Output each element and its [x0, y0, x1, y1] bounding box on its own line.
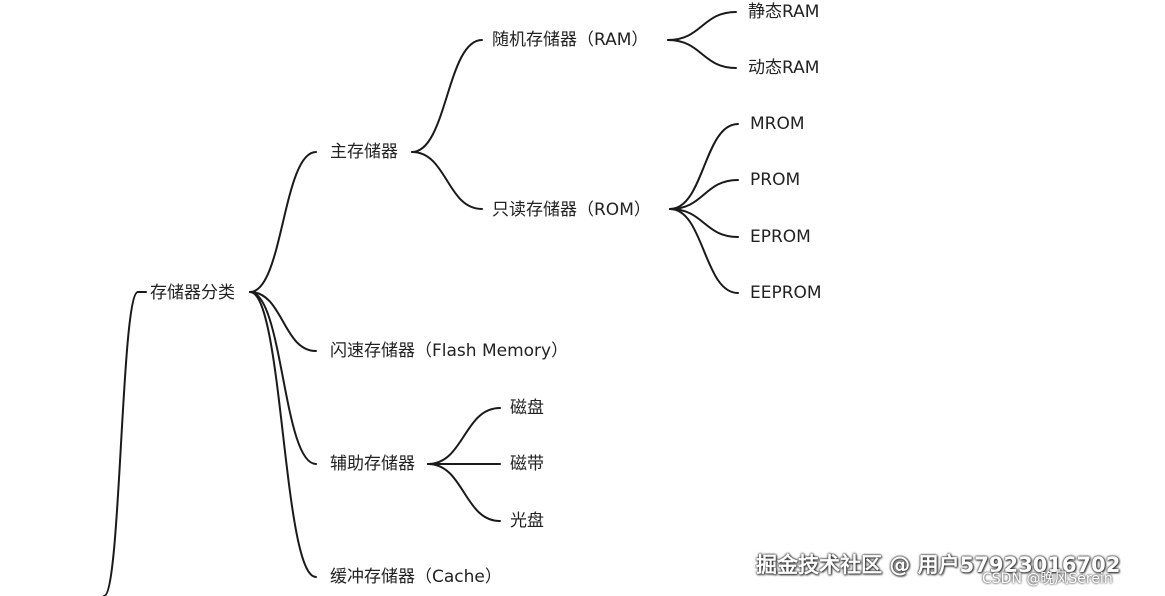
- node-eprom[interactable]: EPROM: [750, 227, 811, 247]
- edge-root-to-flash: [249, 291, 317, 352]
- edge-main-to-ram: [411, 39, 483, 153]
- edge-root-to-auxiliary: [249, 291, 317, 465]
- edge-parent-to-root: [103, 291, 139, 596]
- node-magnetic-tape[interactable]: 磁带: [510, 454, 544, 474]
- juejin-watermark: 掘金技术社区 @ 用户57923016702: [756, 553, 1121, 577]
- edge-aux-to-disk: [427, 407, 501, 465]
- edge-rom-to-mrom: [669, 123, 739, 210]
- edge-rom-to-prom: [669, 179, 739, 210]
- node-prom[interactable]: PROM: [750, 170, 801, 190]
- edge-rom-to-eeprom: [669, 208, 739, 294]
- node-mrom[interactable]: MROM: [750, 114, 805, 134]
- node-static-ram[interactable]: 静态RAM: [748, 2, 820, 22]
- edge-ram-to-dynamic: [667, 39, 737, 69]
- node-cache-memory[interactable]: 缓冲存储器（Cache）: [330, 567, 502, 587]
- edge-main-to-rom: [411, 151, 483, 210]
- node-rom[interactable]: 只读存储器（ROM）: [492, 200, 651, 220]
- node-optical-disk[interactable]: 光盘: [510, 511, 544, 531]
- node-dynamic-ram[interactable]: 动态RAM: [748, 58, 820, 78]
- node-auxiliary-memory[interactable]: 辅助存储器: [330, 454, 415, 474]
- edge-root-to-cache: [249, 291, 317, 578]
- node-flash-memory[interactable]: 闪速存储器（Flash Memory）: [330, 341, 569, 361]
- node-magnetic-disk[interactable]: 磁盘: [510, 398, 544, 418]
- csdn-watermark: CSDN @晚风Serein: [982, 571, 1113, 587]
- edge-aux-to-optical: [427, 463, 501, 522]
- edge-rom-to-eprom: [669, 208, 739, 238]
- edge-ram-to-static: [667, 11, 737, 41]
- node-main-memory[interactable]: 主存储器: [330, 142, 398, 162]
- node-ram[interactable]: 随机存储器（RAM）: [492, 30, 649, 50]
- edge-root-to-main-memory: [249, 151, 317, 293]
- node-root-storage-classification[interactable]: 存储器分类: [150, 283, 235, 303]
- node-eeprom[interactable]: EEPROM: [750, 283, 822, 303]
